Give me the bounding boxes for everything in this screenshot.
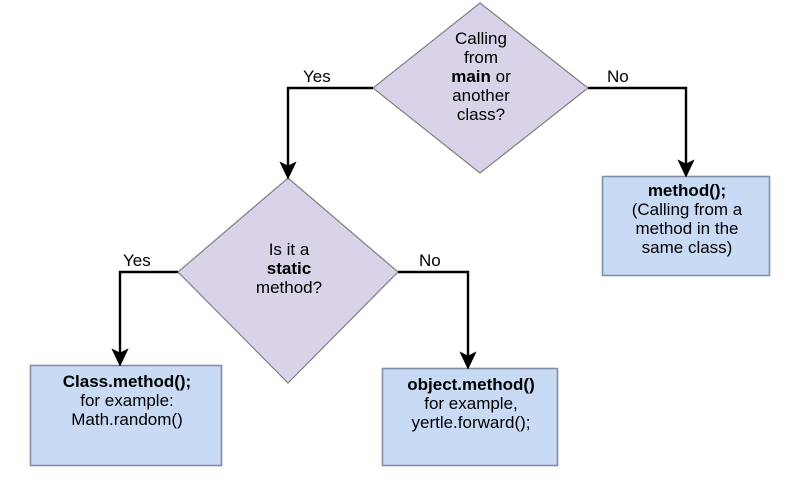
decision-node-is-it-static	[177, 177, 399, 384]
process-node-object-method	[381, 367, 559, 467]
edge-no-to-same-class	[588, 86, 695, 178]
decision-node-calling-from-main	[372, 2, 589, 174]
edge-label-yes-bottom: Yes	[123, 251, 151, 270]
edge-no-to-object-method	[398, 270, 477, 370]
process-node-class-method	[29, 364, 223, 467]
process-node-same-class	[601, 175, 771, 277]
edge-label-no-top: No	[607, 67, 629, 86]
edge-yes-to-class-method	[111, 270, 178, 367]
edge-label-no-bottom: No	[419, 251, 441, 270]
edge-label-yes-top: Yes	[303, 67, 331, 86]
edge-yes-to-static-decision	[279, 86, 373, 180]
